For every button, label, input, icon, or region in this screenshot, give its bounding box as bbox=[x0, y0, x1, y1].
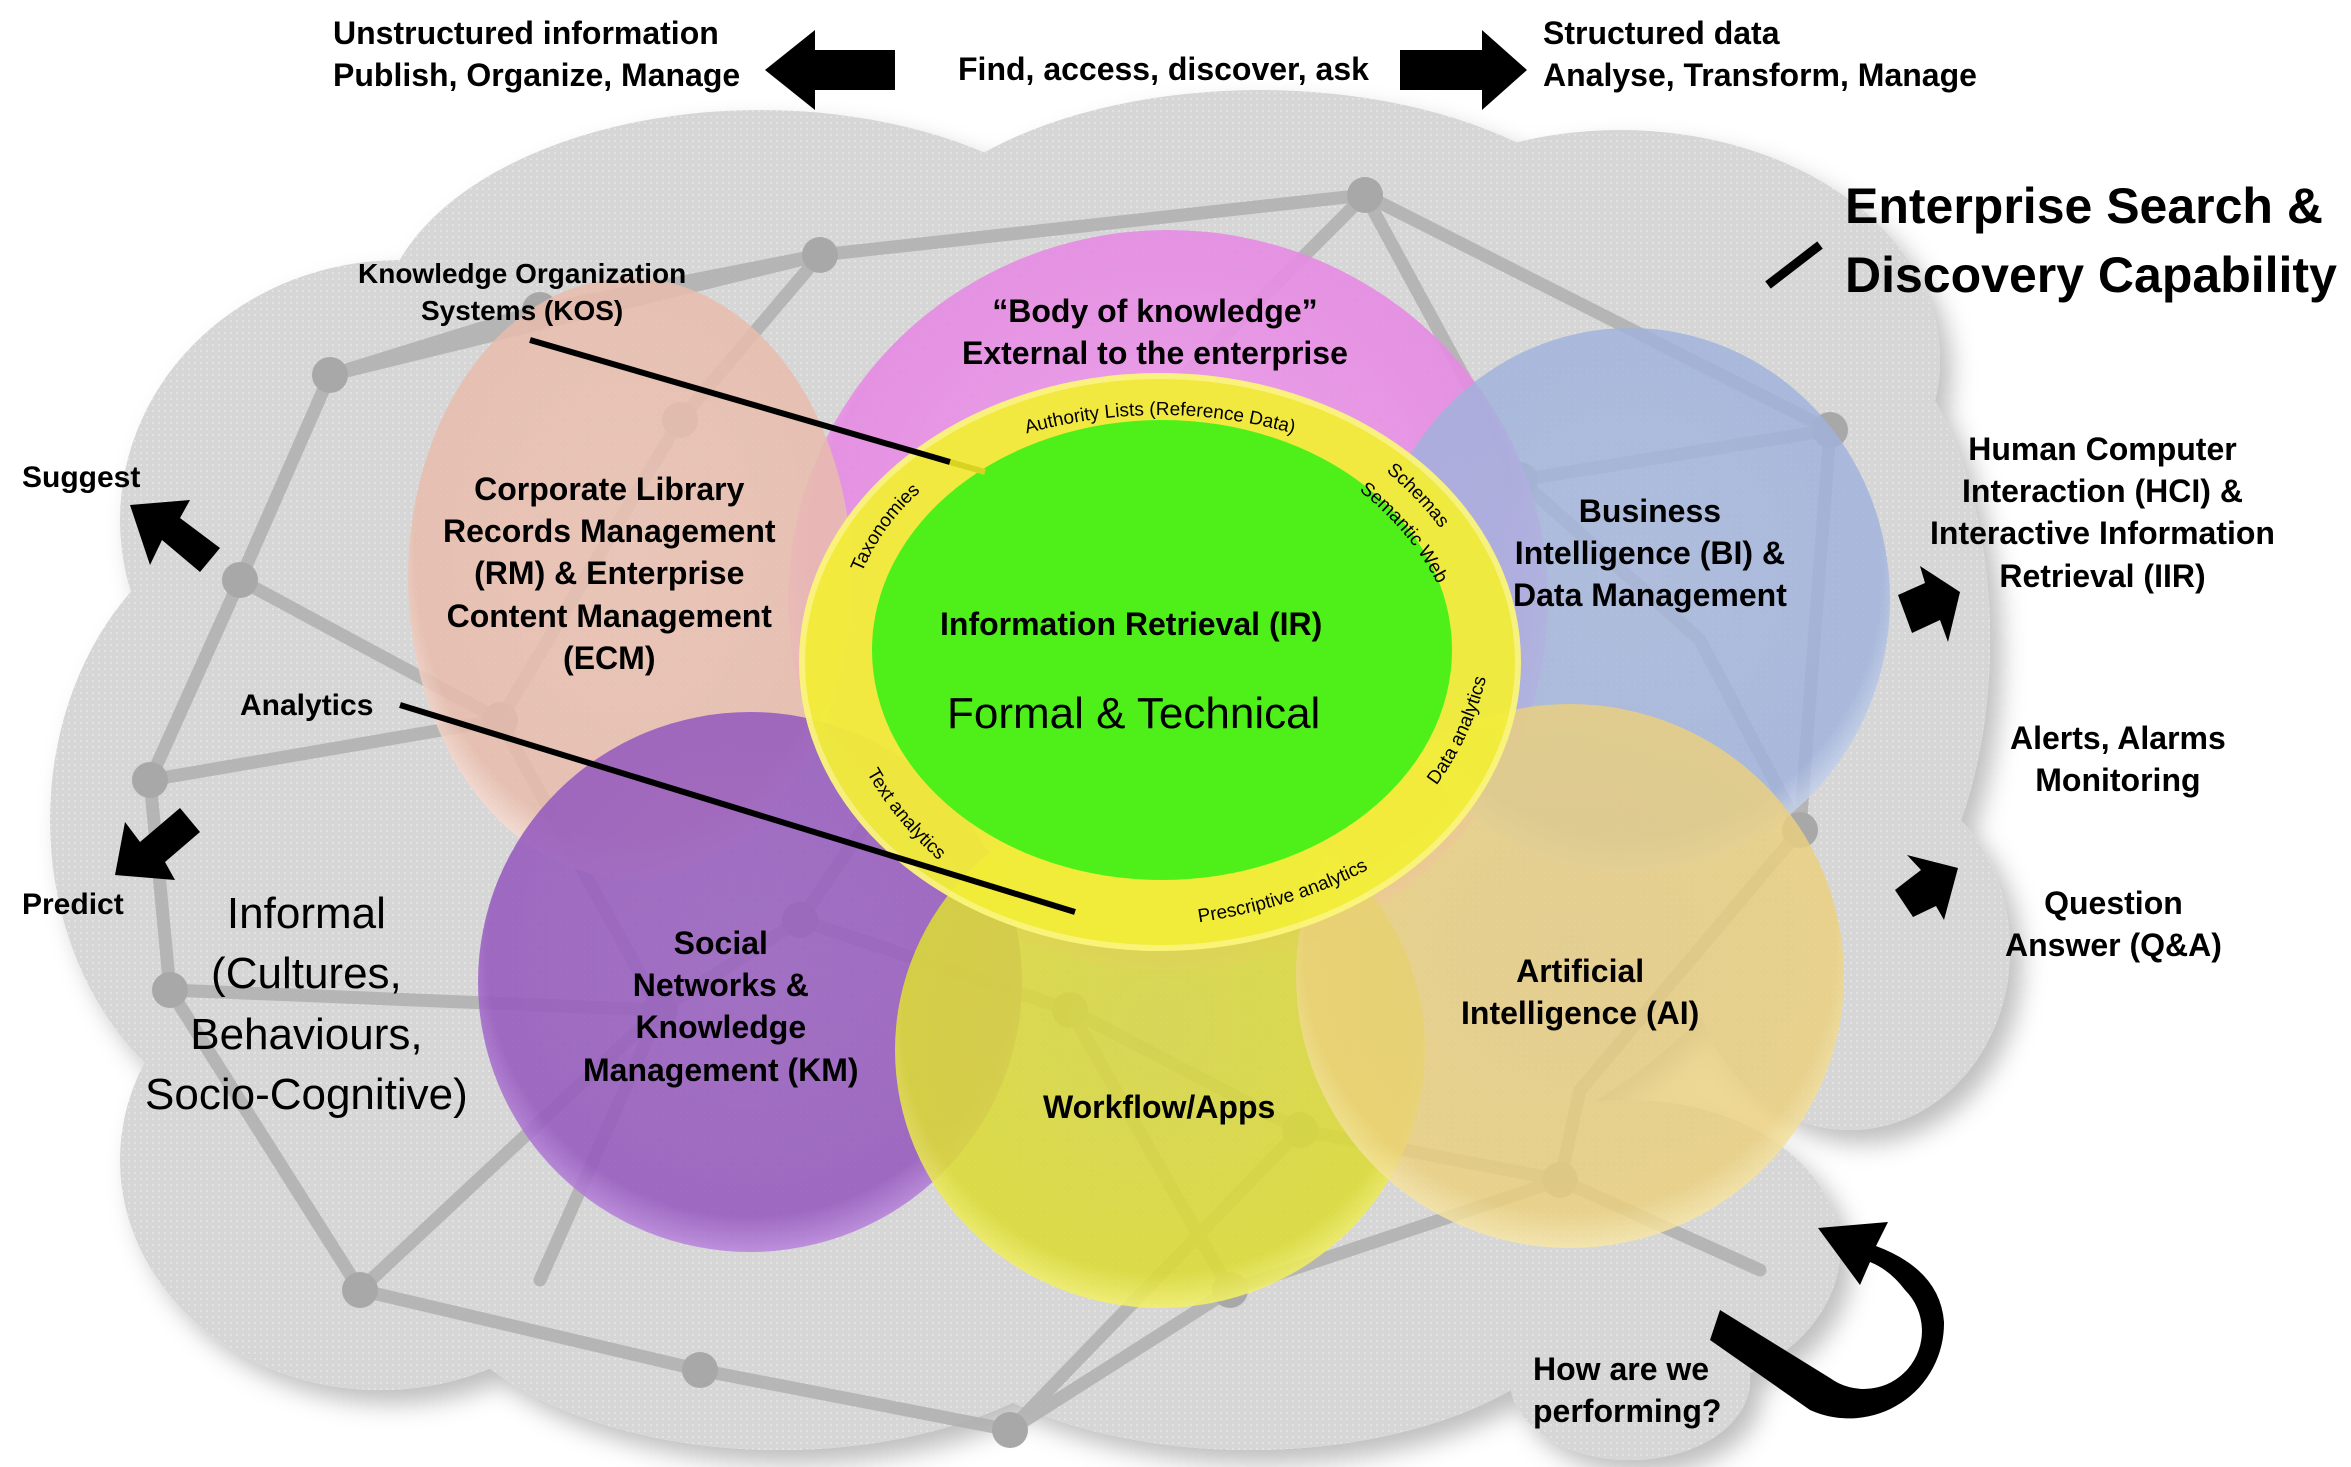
corporate-library-line2: Records Management bbox=[443, 513, 776, 550]
page-title-line2: Discovery Capability bbox=[1845, 247, 2337, 303]
social-networks-line2: Networks & bbox=[632, 967, 809, 1004]
social-networks-line4: Management (KM) bbox=[583, 1051, 859, 1088]
arrow-hci-icon bbox=[1898, 566, 1960, 642]
suggest-label: Suggest bbox=[22, 461, 141, 494]
page-title: Enterprise Search & Discovery Capability bbox=[1845, 172, 2337, 310]
ai-line1: Artificial bbox=[1516, 953, 1645, 989]
business-intelligence-line3: Data Management bbox=[1513, 577, 1787, 614]
core-subtitle: Formal & Technical bbox=[947, 689, 1321, 738]
predict-label: Predict bbox=[22, 888, 124, 921]
alerts-line2: Monitoring bbox=[2035, 762, 2201, 799]
qa-line1: Question bbox=[2044, 885, 2183, 921]
informal-line1: Informal bbox=[226, 889, 386, 938]
hci-line4: Retrieval (IIR) bbox=[1999, 557, 2206, 594]
qa-label: Question Answer (Q&A) bbox=[2005, 882, 2222, 966]
arrow-predict-icon bbox=[115, 808, 200, 880]
social-networks-line1: Social bbox=[673, 925, 768, 961]
analytics-callout-line bbox=[399, 702, 1076, 915]
header-structured-line2: Analyse, Transform, Manage bbox=[1543, 57, 1977, 94]
analytics-label: Analytics bbox=[240, 689, 374, 722]
header-unstructured-line1: Unstructured information bbox=[333, 15, 719, 51]
business-intelligence-line2: Intelligence (BI) & bbox=[1514, 535, 1786, 572]
social-networks-line3: Knowledge bbox=[635, 1009, 807, 1046]
corporate-library-line3: (RM) & Enterprise bbox=[474, 555, 745, 592]
feedback-label: How are we performing? bbox=[1533, 1348, 1721, 1432]
header-structured: Structured data Analyse, Transform, Mana… bbox=[1543, 12, 1977, 96]
corporate-library-label: Corporate Library Records Management (RM… bbox=[443, 468, 776, 679]
core-ir bbox=[799, 373, 1521, 951]
corporate-library-line1: Corporate Library bbox=[474, 471, 745, 507]
social-networks-label: Social Networks & Knowledge Management (… bbox=[583, 922, 859, 1091]
kos-label-line1: Knowledge Organization bbox=[358, 258, 687, 289]
header-unstructured-line2: Publish, Organize, Manage bbox=[333, 57, 741, 94]
arrow-suggest-icon bbox=[130, 500, 220, 572]
ai-line2: Intelligence (AI) bbox=[1461, 995, 1700, 1032]
feedback-line2: performing? bbox=[1533, 1393, 1722, 1430]
arrow-qa-icon bbox=[1895, 855, 1958, 920]
kos-callout-line bbox=[529, 337, 951, 465]
title-callout-line bbox=[1765, 241, 1823, 289]
core-title: Information Retrieval (IR) bbox=[940, 606, 1323, 642]
header-center: Find, access, discover, ask bbox=[958, 51, 1369, 87]
alerts-line1: Alerts, Alarms bbox=[2010, 720, 2226, 756]
hci-line3: Interactive Information bbox=[1930, 515, 2275, 552]
corporate-library-line5: (ECM) bbox=[563, 639, 656, 676]
page-title-line1: Enterprise Search & bbox=[1845, 178, 2323, 234]
alerts-label: Alerts, Alarms Monitoring bbox=[2010, 717, 2226, 801]
informal-label: Informal (Cultures, Behaviours, Socio-Co… bbox=[145, 884, 468, 1125]
workflow-label: Workflow/Apps bbox=[1043, 1089, 1276, 1125]
hci-line1: Human Computer bbox=[1968, 431, 2237, 467]
hci-line2: Interaction (HCI) & bbox=[1962, 473, 2243, 510]
body-of-knowledge-line2: External to the enterprise bbox=[962, 335, 1348, 372]
header-unstructured: Unstructured information Publish, Organi… bbox=[333, 12, 740, 96]
kos-label-line2: Systems (KOS) bbox=[420, 294, 624, 326]
ai-label: Artificial Intelligence (AI) bbox=[1461, 950, 1699, 1034]
business-intelligence-line1: Business bbox=[1578, 493, 1722, 529]
body-of-knowledge-label: “Body of knowledge” External to the ente… bbox=[962, 290, 1348, 374]
corporate-library-line4: Content Management bbox=[446, 597, 772, 634]
body-of-knowledge-line1: “Body of knowledge” bbox=[992, 293, 1318, 329]
kos-callout-tail bbox=[949, 459, 986, 475]
arrow-right-icon bbox=[1400, 30, 1527, 110]
core-inner bbox=[872, 420, 1452, 880]
arrow-left-icon bbox=[765, 30, 895, 110]
qa-line2: Answer (Q&A) bbox=[2005, 927, 2222, 964]
informal-line4: Socio-Cognitive) bbox=[145, 1069, 468, 1119]
hci-label: Human Computer Interaction (HCI) & Inter… bbox=[1930, 428, 2275, 597]
feedback-line1: How are we bbox=[1533, 1351, 1710, 1387]
informal-line3: Behaviours, bbox=[190, 1009, 423, 1059]
header-structured-line1: Structured data bbox=[1543, 15, 1780, 51]
business-intelligence-label: Business Intelligence (BI) & Data Manage… bbox=[1513, 490, 1787, 617]
arrows bbox=[115, 30, 1960, 1419]
arrow-feedback-icon bbox=[1710, 1222, 1945, 1419]
kos-label: Knowledge Organization Systems (KOS) bbox=[358, 256, 686, 330]
informal-line2: (Cultures, bbox=[211, 949, 402, 999]
